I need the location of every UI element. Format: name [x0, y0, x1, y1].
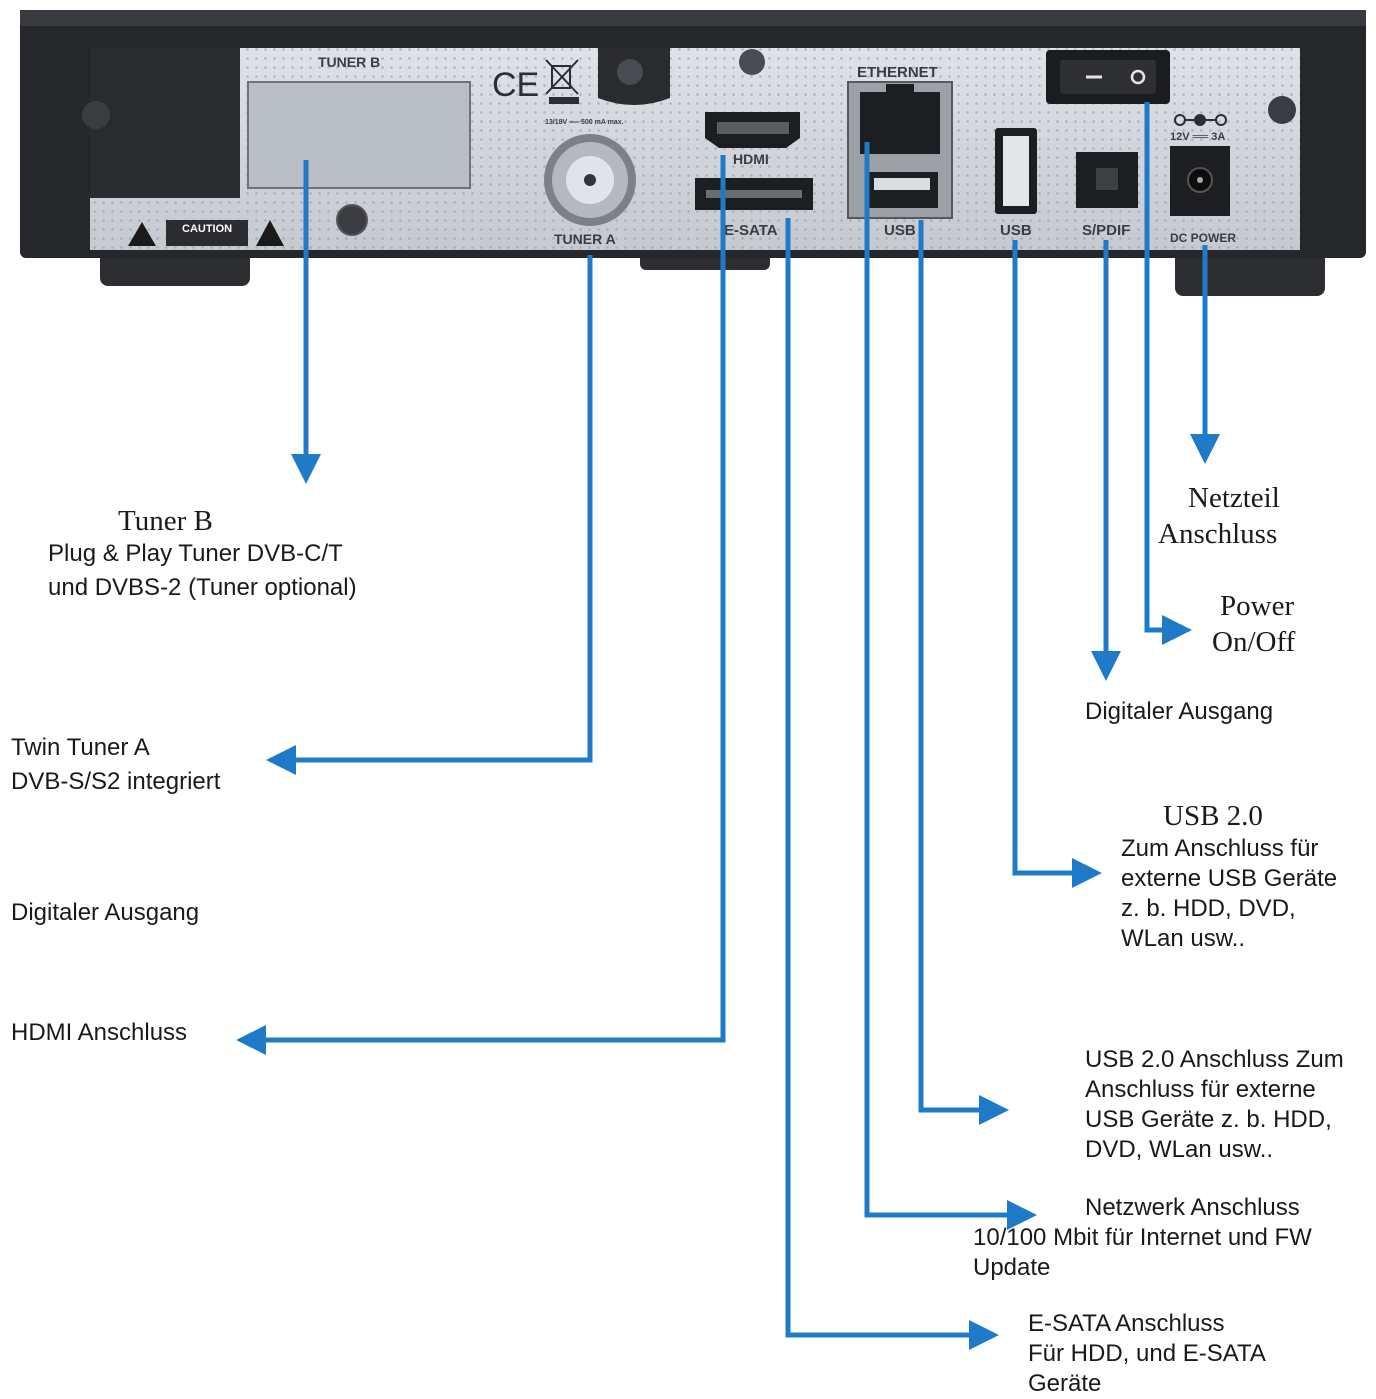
- screw: [336, 204, 368, 236]
- spdif-port-label: S/PDIF: [1082, 222, 1130, 239]
- label-hdmi: HDMI Anschluss: [11, 1019, 188, 1046]
- arrow-tuner-a: [265, 255, 593, 775]
- label-esata-line1: E-SATA Anschluss: [1028, 1310, 1225, 1337]
- label-tuner-b-line2: und DVBS-2 (Tuner optional): [48, 574, 357, 601]
- label-usb-top-line3: z. b. HDD, DVD,: [1121, 895, 1296, 922]
- screw: [1268, 96, 1296, 124]
- weee-bin-icon: [545, 59, 579, 104]
- esata-port-label: E-SATA: [724, 222, 778, 239]
- dc-rating: 12V ══ 3A: [1170, 131, 1225, 143]
- label-usb-bottom-line1: USB 2.0 Anschluss Zum: [1085, 1046, 1344, 1073]
- label-tuner-b: Tuner B Plug & Play Tuner DVB-C/T und DV…: [48, 503, 357, 603]
- arrow-power: [1144, 102, 1193, 645]
- label-network: Netzwerk Anschluss 10/100 Mbit für Inter…: [973, 1193, 1312, 1283]
- screw: [617, 59, 643, 85]
- label-usb-bottom: USB 2.0 Anschluss Zum Anschluss für exte…: [1085, 1045, 1344, 1165]
- label-usb-top-line2: externe USB Geräte: [1121, 865, 1338, 892]
- usb-side-port-label: USB: [1000, 222, 1032, 239]
- label-tuner-b-line1: Plug & Play Tuner DVB-C/T: [48, 540, 343, 567]
- ethernet-port: [860, 92, 940, 154]
- label-digital-out-left: Digitaler Ausgang: [11, 899, 200, 926]
- label-usb-bottom-line2: Anschluss für externe: [1085, 1076, 1316, 1103]
- arrow-usb-side: [1012, 240, 1103, 888]
- receiver-back-panel: TUNER B CE 13/18V ══ 500 mA max. CAUTION…: [20, 10, 1366, 296]
- warning-exclamation-icon: [256, 220, 284, 246]
- label-twin-tuner-a-line2: DVB-S/S2 integriert: [11, 768, 221, 795]
- tuner-a-port-label: TUNER A: [554, 231, 616, 247]
- label-esata-line3: Geräte: [1028, 1370, 1102, 1397]
- usb-lower-port-label: USB: [884, 222, 916, 239]
- ethernet-port-label: ETHERNET: [857, 64, 938, 81]
- label-netzteil-line1: Netzteil: [1188, 482, 1280, 514]
- tuner-b-slot: [247, 81, 471, 189]
- label-usb-top-title: USB 2.0: [1163, 800, 1263, 832]
- screw: [82, 101, 110, 129]
- label-usb-top-line1: Zum Anschluss für: [1121, 835, 1319, 862]
- label-usb-bottom-line4: DVD, WLan usw..: [1085, 1136, 1274, 1163]
- label-esata-line2: Für HDD, und E-SATA: [1028, 1340, 1266, 1367]
- label-network-line2: 10/100 Mbit für Internet und FW: [973, 1224, 1312, 1251]
- label-network-line1: Netzwerk Anschluss: [1085, 1194, 1300, 1221]
- foot-left: [100, 250, 250, 286]
- arrow-ethernet: [864, 142, 1038, 1230]
- warning-bolt-icon: [128, 222, 156, 246]
- tuner-b-port-label: TUNER B: [318, 54, 380, 70]
- label-twin-tuner-a: Twin Tuner A DVB-S/S2 integriert: [11, 733, 220, 797]
- hdmi-port-label: HDMI: [733, 151, 769, 167]
- arrow-esata: [785, 218, 1000, 1350]
- label-power-line2: On/Off: [1212, 626, 1296, 658]
- caution-label: CAUTION: [182, 223, 232, 235]
- ce-mark-icon: CE: [492, 66, 539, 104]
- label-twin-tuner-a-line1: Twin Tuner A: [11, 734, 150, 761]
- label-network-line3: Update: [973, 1254, 1051, 1281]
- label-netzteil-line2: Anschluss: [1158, 518, 1278, 550]
- label-digital-out-right: Digitaler Ausgang: [1085, 698, 1274, 725]
- foot-right: [1175, 250, 1325, 296]
- label-esata: E-SATA Anschluss Für HDD, und E-SATA Ger…: [1028, 1309, 1266, 1399]
- lnb-rating: 13/18V ══ 500 mA max.: [545, 119, 624, 126]
- label-power: Power On/Off: [1212, 588, 1295, 660]
- dc-power-port-label: DC POWER: [1170, 231, 1236, 245]
- label-usb-top: USB 2.0 Zum Anschluss für externe USB Ge…: [1121, 798, 1337, 954]
- screw: [739, 49, 765, 75]
- polarity-icon: [1174, 114, 1227, 126]
- label-tuner-b-title: Tuner B: [118, 505, 213, 537]
- arrow-usb-lower: [918, 220, 1010, 1125]
- caution-sticker: [166, 220, 248, 246]
- label-netzteil: Netzteil Anschluss: [1158, 480, 1280, 552]
- label-usb-top-line4: WLan usw..: [1121, 925, 1246, 952]
- label-usb-bottom-line3: USB Geräte z. b. HDD,: [1085, 1106, 1332, 1133]
- tuner-a-connector: [544, 134, 636, 226]
- arrow-hdmi: [235, 155, 726, 1055]
- label-power-line1: Power: [1220, 590, 1295, 622]
